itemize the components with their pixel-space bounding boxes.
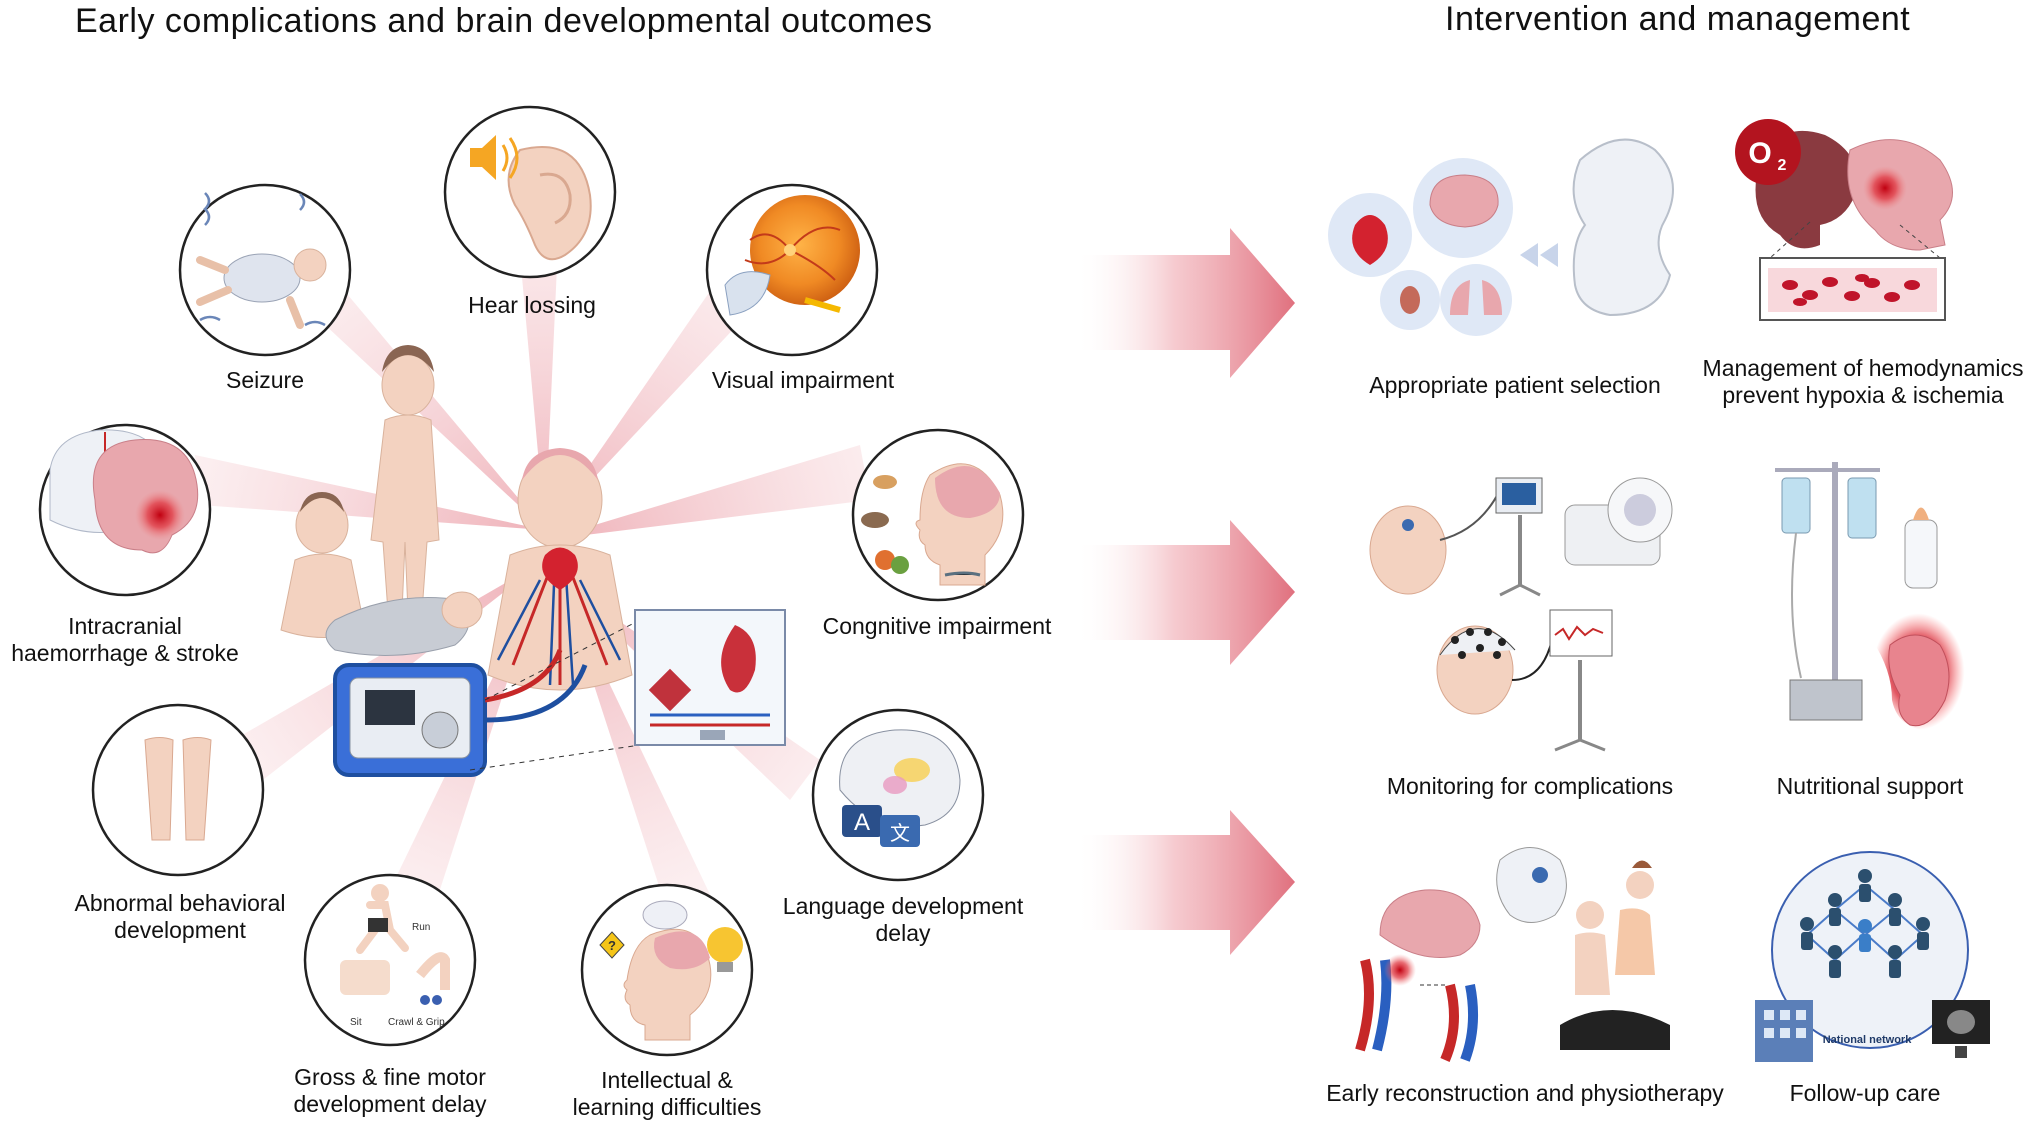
seizure-baby-icon	[196, 192, 327, 329]
cognitive-label: Congnitive impairment	[822, 613, 1052, 639]
selection-label: Appropriate patient selection	[1369, 372, 1661, 398]
legs-icon	[144, 737, 212, 841]
left-section-title: Early complications and brain developmen…	[75, 2, 933, 40]
o2-text: O	[1748, 137, 1771, 170]
cognition-head-icon	[861, 463, 1004, 586]
hemodynamics-label: Management of hemodynamics prevent hypox…	[1702, 355, 2024, 408]
language-circle: A 文	[811, 708, 985, 882]
nutrition-label: Nutritional support	[1776, 773, 1964, 799]
visual-circle	[705, 183, 879, 357]
motor-label: Gross & fine motor development delay	[293, 1064, 487, 1117]
monitoring-icon	[1369, 477, 1673, 752]
motor-run-text: Run	[412, 922, 430, 933]
followup-label: Follow-up care	[1789, 1080, 1941, 1106]
ecmo-circuit-inset-icon	[634, 609, 786, 746]
hemodynamics-icon: O 2	[1735, 119, 1953, 321]
seizure-circle	[178, 183, 352, 357]
visual-label: Visual impairment	[711, 367, 895, 393]
hearing-circle	[443, 105, 617, 279]
brain-hemorrhage-icon	[49, 429, 199, 554]
network-text: National network	[1823, 1034, 1913, 1046]
motor-crawl-text: Crawl & Grip	[388, 1017, 445, 1028]
right-section-title: Intervention and management	[1445, 0, 1911, 38]
motor-circle: Run Sit Crawl & Grip	[303, 873, 477, 1047]
language-a-text: A	[854, 809, 870, 836]
svg-text:?: ?	[608, 938, 616, 953]
intracranial-circle	[38, 423, 212, 597]
lightbulb-head-icon: ?	[599, 900, 743, 1041]
follow-up-network-icon: National network	[1755, 851, 1990, 1062]
language-b-text: 文	[890, 821, 910, 845]
behavioral-circle	[91, 703, 265, 877]
language-label: Language development delay	[782, 893, 1024, 946]
cognitive-circle	[851, 428, 1025, 602]
motor-skills-icon: Run Sit Crawl & Grip	[340, 884, 450, 1028]
arrow-top-icon	[1075, 228, 1295, 378]
patient-selection-icon	[1328, 138, 1674, 336]
language-brain-icon: A 文	[839, 729, 961, 847]
intracranial-label: Intracranial haemorrhage & stroke	[11, 613, 239, 666]
o2-subscript: 2	[1778, 157, 1787, 174]
motor-sit-text: Sit	[350, 1017, 362, 1028]
central-figures-icon	[280, 345, 633, 691]
intellectual-circle: ?	[580, 883, 754, 1057]
arrow-bottom-icon	[1075, 810, 1295, 955]
ecmo-machine-icon	[333, 619, 641, 777]
hearing-label: Hear lossing	[468, 292, 596, 318]
physio-label: Early reconstruction and physiotherapy	[1326, 1080, 1724, 1106]
intellectual-label: Intellectual & learning difficulties	[572, 1067, 762, 1120]
physiotherapy-icon	[1355, 847, 1670, 1062]
behavioral-label: Abnormal behavioral development	[74, 890, 286, 943]
eye-retina-icon	[724, 195, 860, 316]
ear-icon	[507, 146, 592, 261]
speaker-icon	[470, 135, 519, 180]
seizure-label: Seizure	[226, 367, 304, 393]
arrow-middle-icon	[1075, 520, 1295, 665]
monitoring-label: Monitoring for complications	[1386, 773, 1674, 799]
nutrition-icon	[1775, 462, 1965, 730]
